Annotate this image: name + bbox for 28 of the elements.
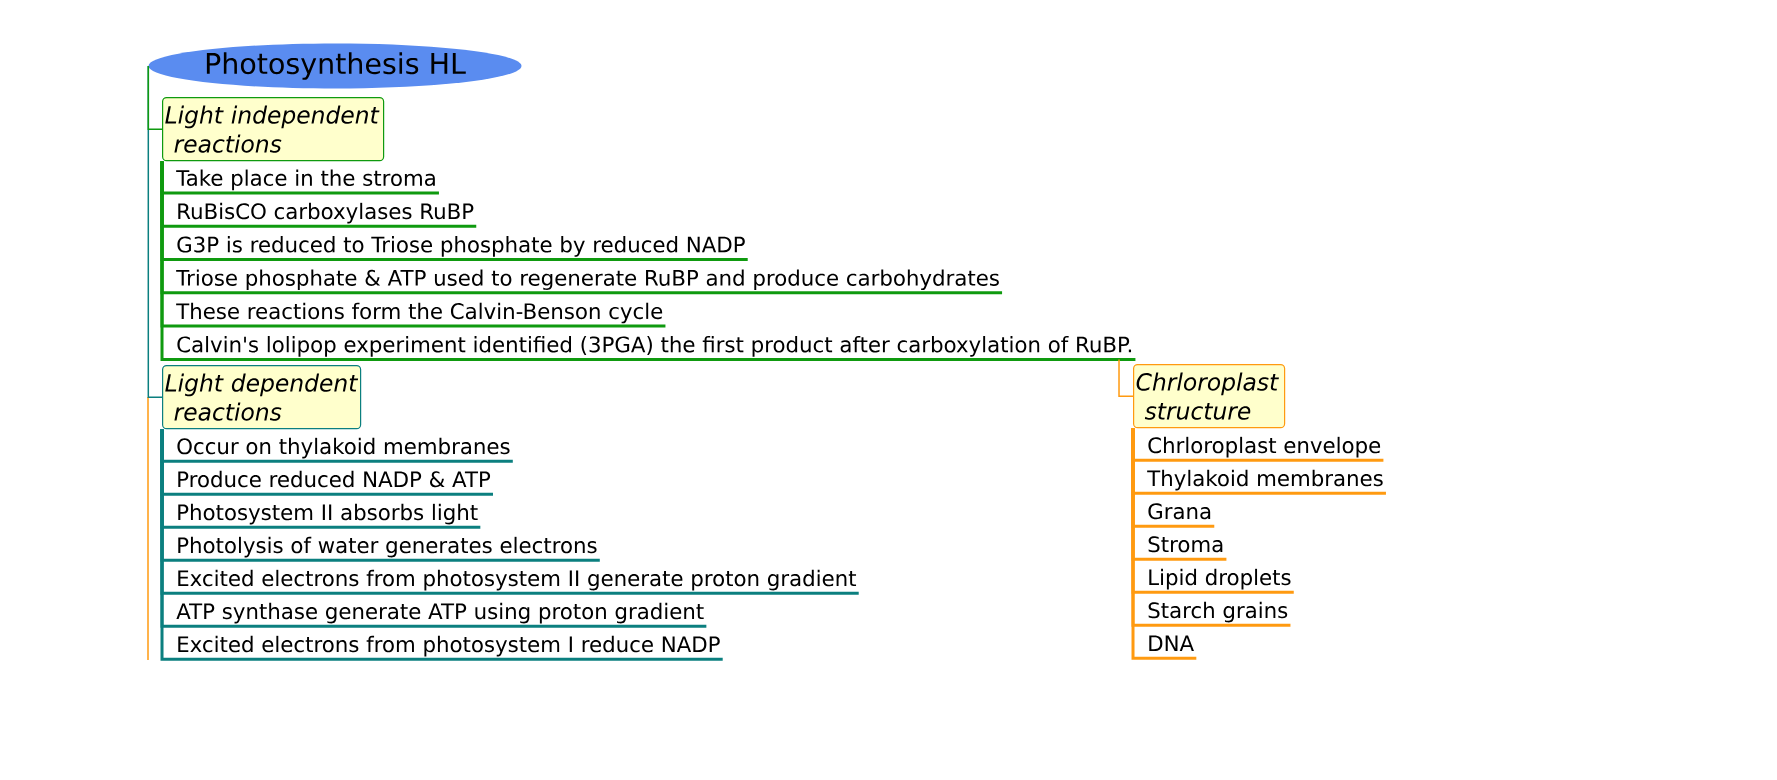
subtopic-item: ATP synthase generate ATP using proton gradient — [174, 602, 707, 628]
subtopic-item: Lipid droplets — [1145, 568, 1294, 594]
connector-line — [160, 161, 174, 195]
subtopic-item: Triose phosphate & ATP used to regenerate RuBP and produce carbohydrates — [174, 269, 1003, 295]
topic-box: Light dependent reactions — [162, 365, 362, 430]
subtopic-item: Take place in the stroma — [174, 169, 439, 195]
subtopic-item: Produce reduced NADP & ATP — [174, 470, 493, 496]
subtopic-item: DNA — [1145, 635, 1197, 660]
connector-line — [1131, 428, 1145, 462]
subtopic-item: Starch grains — [1145, 601, 1291, 627]
topic-box: Chrloroplast structure — [1133, 364, 1286, 429]
subtopic-item: Excited electrons from photosystem II generate proton gradient — [174, 569, 859, 595]
subtopic-item: Photosystem II absorbs light — [174, 503, 481, 529]
subtopic-item: Stroma — [1145, 536, 1227, 561]
subtopic-item: These reactions form the Calvin-Benson cycle — [174, 302, 666, 328]
connector-line — [1118, 358, 1134, 397]
subtopic-item: Thylakoid membranes — [1145, 469, 1386, 495]
subtopic-item: Occur on thylakoid membranes — [174, 437, 513, 463]
subtopic-item: Calvin's lolipop experiment identified (3PGA) the first product after carboxylation of RuBP. — [174, 336, 1136, 361]
topic-box: Light independent reactions — [162, 97, 385, 162]
connector-line — [160, 429, 174, 463]
subtopic-item: Excited electrons from photosystem I reduce NADP — [174, 635, 723, 661]
subtopic-item: Photolysis of water generates electrons — [174, 536, 600, 562]
subtopic-item: G3P is reduced to Triose phosphate by reduced NADP — [174, 236, 748, 261]
connector-line — [147, 65, 163, 130]
subtopic-item: RuBisCO carboxylases RuBP — [174, 202, 477, 228]
subtopic-item: Chrloroplast envelope — [1145, 436, 1384, 462]
subtopic-item: Grana — [1145, 503, 1215, 528]
